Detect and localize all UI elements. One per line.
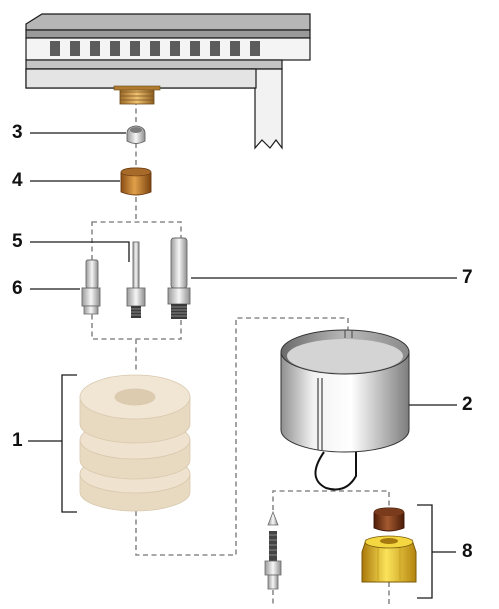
threaded-port xyxy=(113,85,161,105)
part-6-probe-short xyxy=(81,259,101,315)
part-7-probe-thick xyxy=(167,237,191,319)
callout-leaders xyxy=(28,132,457,599)
callout-8: 8 xyxy=(462,541,473,562)
callout-1: 1 xyxy=(12,430,23,451)
callout-7: 7 xyxy=(462,267,473,288)
part-5-probe-thin xyxy=(126,241,146,318)
guide-line-ceramic-heater xyxy=(135,317,349,556)
bracket-8 xyxy=(417,504,433,599)
callout-6: 6 xyxy=(12,278,23,299)
guide-line-fittings xyxy=(272,490,390,510)
part-8-brass-nut xyxy=(361,535,417,583)
part-4-copper-sleeve xyxy=(120,167,152,196)
leader-5 xyxy=(30,241,130,262)
part-3-nut xyxy=(126,125,146,144)
part-1-ceramic-discs xyxy=(79,374,191,512)
callout-5: 5 xyxy=(12,231,23,252)
callout-3: 3 xyxy=(12,122,23,143)
callout-4: 4 xyxy=(12,170,23,191)
part-8-brown-ferrule xyxy=(373,507,405,532)
bracket-1 xyxy=(61,374,77,513)
callout-2: 2 xyxy=(462,394,473,415)
housing-vent-slots xyxy=(50,41,260,56)
part-8-small-probe xyxy=(264,510,282,590)
part-2-heater-band xyxy=(280,329,410,491)
housing-plate xyxy=(25,13,311,150)
